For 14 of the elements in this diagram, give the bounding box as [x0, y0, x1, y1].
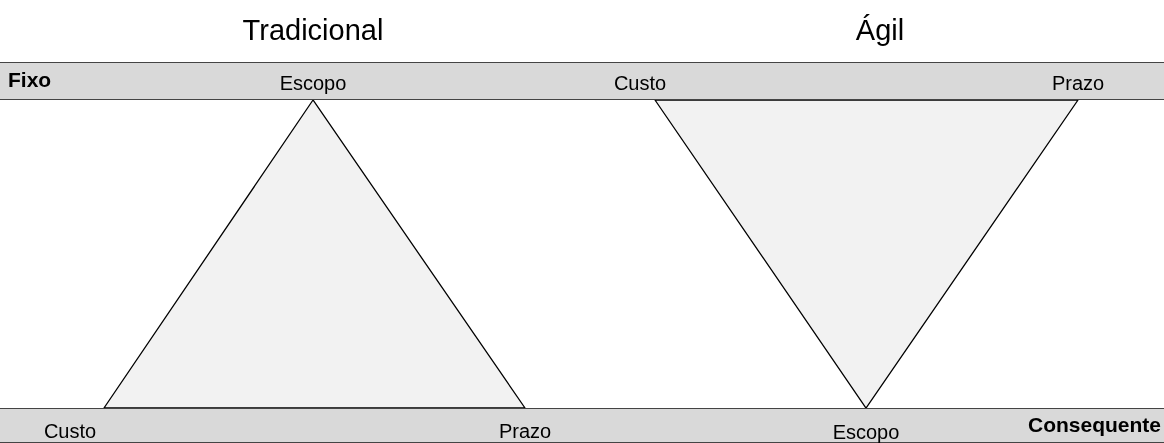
band-label: Consequente [1028, 412, 1161, 437]
section-heading: Tradicional [242, 14, 384, 47]
band-label: Fixo [8, 68, 52, 92]
band [0, 62, 1164, 100]
vertex-label: Prazo [1051, 72, 1105, 94]
triangle-shape [654, 99, 1079, 409]
vertex-label: Custo [613, 72, 667, 94]
vertex-label: Prazo [498, 420, 552, 442]
section-heading: Ágil [855, 14, 905, 47]
band [0, 408, 1164, 443]
vertex-label: Escopo [279, 72, 347, 94]
triangle-shape [103, 99, 526, 409]
vertex-label: Custo [43, 420, 97, 442]
vertex-label: Escopo [832, 421, 900, 443]
